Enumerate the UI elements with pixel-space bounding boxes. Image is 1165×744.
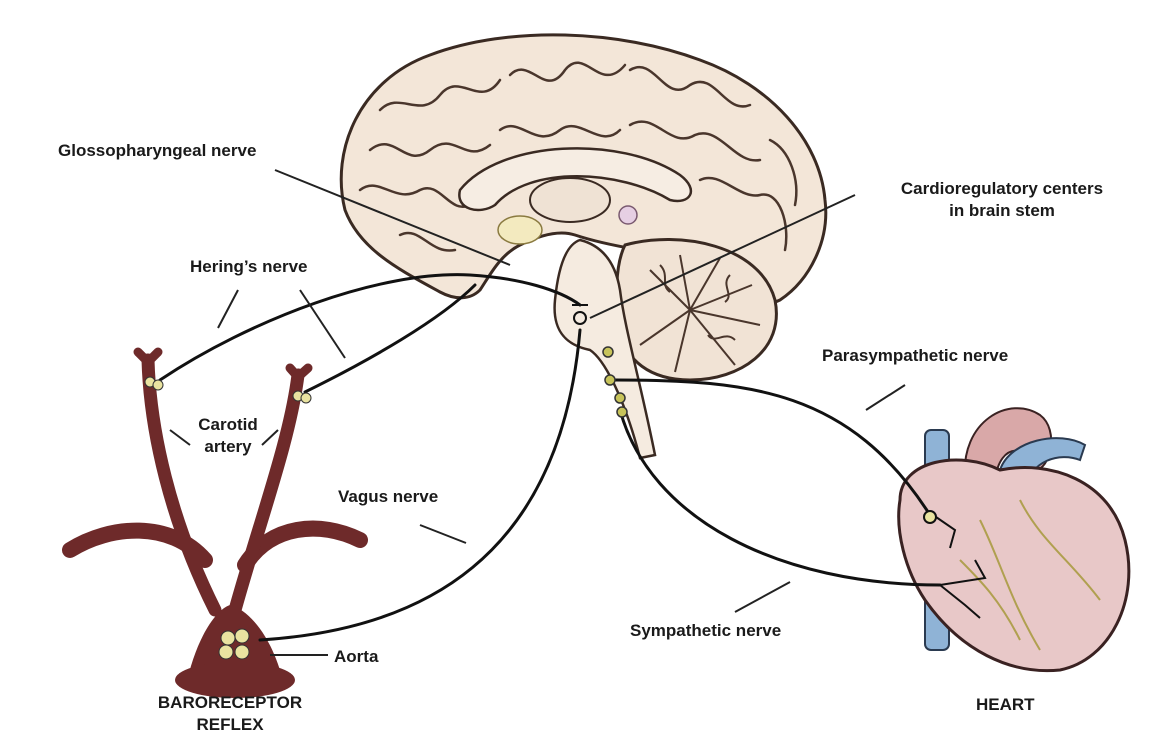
carotid-line1: Carotid — [198, 415, 258, 434]
aortic-receptors — [218, 628, 250, 660]
brain — [339, 33, 828, 460]
carotid-receptors — [144, 376, 312, 404]
nerves — [158, 273, 942, 642]
baroreceptor-reflex-label: BARORECEPTOR REFLEX — [120, 692, 340, 736]
carotid-left-fork-b — [143, 347, 163, 367]
sympathetic-nerve-path — [618, 408, 942, 587]
baroreceptor-line2: REFLEX — [196, 715, 264, 734]
coronary-vessels — [959, 499, 1101, 651]
aorta-label: Aorta — [334, 647, 379, 666]
herings-nerve-label: Hering’s nerve — [190, 257, 308, 276]
ganglia — [602, 346, 628, 418]
parasympathetic-nerve-path — [613, 378, 932, 517]
carotid-artery-label: Carotid artery — [178, 414, 278, 458]
parasympathetic-nerve-label: Parasympathetic nerve — [822, 346, 1009, 365]
sympathetic-nerve-label: Sympathetic nerve — [630, 621, 782, 640]
baroreceptor-line1: BARORECEPTOR — [157, 693, 303, 712]
aorta-base — [175, 662, 295, 698]
carotid-line2: artery — [204, 437, 252, 456]
cardioregulatory-centers-label: Cardioregulatory centers in brain stem — [862, 178, 1142, 222]
vagus-nerve-label: Vagus nerve — [338, 487, 439, 506]
carotid-artery-right — [228, 368, 305, 617]
hypothalamus-yellow — [497, 215, 543, 245]
herings-nerve-right-path — [303, 283, 477, 394]
thalamus — [529, 177, 611, 223]
leader-lines — [169, 169, 906, 656]
brainstem-center-symbol — [572, 304, 588, 325]
carotid-right-fork-b — [293, 363, 313, 382]
heart-body — [897, 458, 1131, 673]
heart-nerve-endings — [923, 510, 987, 619]
glossopharyngeal-nerve-label: Glossopharyngeal nerve — [58, 141, 257, 160]
pineal — [618, 205, 638, 225]
herings-nerve-left-path — [158, 273, 582, 382]
arteries — [62, 347, 368, 617]
vagus-nerve-path — [258, 328, 582, 642]
cerebellum-folia — [639, 254, 761, 373]
heart — [897, 407, 1131, 673]
carotid-artery-left — [141, 353, 222, 617]
corpus-callosum — [458, 147, 693, 212]
brain-gyri — [358, 61, 798, 252]
cardioregulatory-line1: Cardioregulatory centers — [900, 179, 1104, 198]
heart-label: HEART — [976, 695, 1035, 714]
cardioregulatory-line2: in brain stem — [949, 201, 1055, 220]
